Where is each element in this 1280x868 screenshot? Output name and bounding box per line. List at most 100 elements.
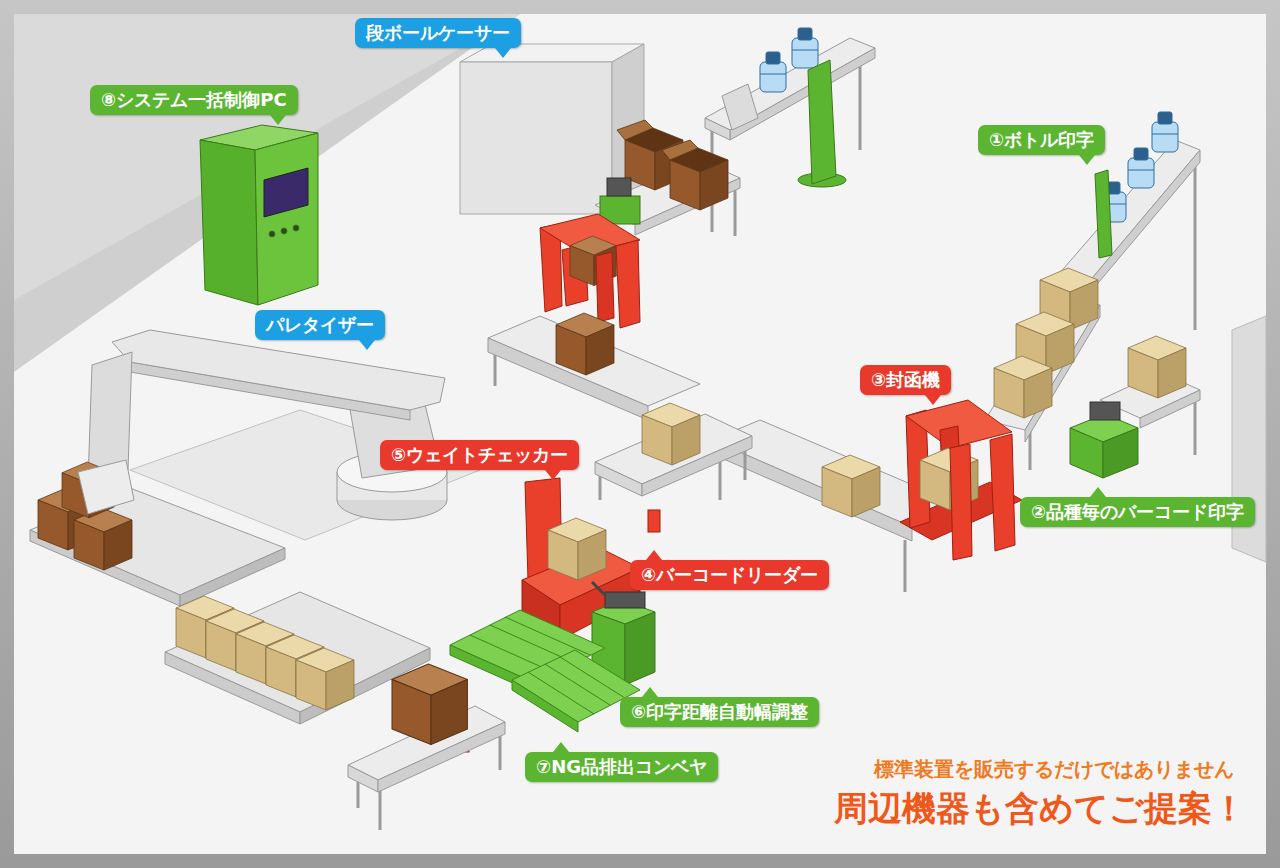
- callout-text: ⑥印字距離自動幅調整: [631, 700, 808, 724]
- callout-pointer: [359, 340, 375, 350]
- print-unit: [592, 582, 606, 596]
- promo-note: 標準装置を販売するだけではありません: [874, 756, 1234, 783]
- callout-box: 段ボールケーサー: [355, 18, 521, 48]
- callout-pointer: [553, 742, 569, 752]
- callout-box: ⑤ウェイトチェッカー: [380, 440, 579, 470]
- callout-text: ⑦NG品排出コンベヤ: [536, 755, 707, 779]
- printer-unit: [600, 178, 640, 224]
- discharge-conveyor: [348, 664, 505, 830]
- control-cabinet: [293, 225, 299, 231]
- barcode-printer-station: [1103, 428, 1138, 478]
- bottle-conveyor-right: [1194, 162, 1197, 330]
- case-packer: [596, 252, 614, 322]
- wall: [14, 14, 520, 372]
- bottle-conveyor-top: [760, 52, 786, 92]
- printer-unit: [607, 178, 631, 196]
- callout-pointer: [1079, 155, 1095, 165]
- reject-conveyor: [505, 617, 590, 655]
- erector-output-table: [595, 120, 740, 240]
- barcode-printer-station: [1070, 428, 1103, 478]
- junction-conveyor: [595, 462, 642, 496]
- bottle-conveyor-right: [1152, 112, 1178, 152]
- control-cabinet: [269, 231, 275, 237]
- callout-box: ③封函機: [860, 365, 951, 395]
- control-cabinet: [200, 125, 318, 305]
- callout-pointer: [925, 395, 941, 405]
- palletizer: [337, 472, 338, 500]
- wall: [14, 14, 1266, 562]
- callout-box: ⑧システム一括制御PC: [90, 85, 298, 115]
- bottle-conveyor-top: [859, 55, 862, 150]
- bottle-conveyor-top: [705, 28, 875, 232]
- palletizer: [112, 330, 445, 410]
- palletizer: [447, 472, 448, 500]
- callout-box: ①ボトル印字: [978, 125, 1105, 155]
- barcode-printer-station: [1140, 390, 1200, 428]
- printer-pole: [1095, 170, 1112, 258]
- outfeed-conveyor: [822, 455, 880, 517]
- box-conveyor-incline: [994, 356, 1052, 418]
- pallet: [165, 592, 430, 712]
- barcode-printer-station: [1128, 336, 1186, 398]
- promo-note: 周辺機器も含めてご提案！: [834, 786, 1246, 832]
- callout-text: ①ボトル印字: [989, 128, 1094, 152]
- erector-output-table: [734, 185, 737, 236]
- callout-text: ④バーコードリーダー: [641, 563, 818, 587]
- callout-text: ⑤ウェイトチェッカー: [391, 443, 568, 467]
- callout-pointer: [1090, 487, 1106, 497]
- control-cabinet: [264, 168, 308, 217]
- callout-pointer: [270, 115, 286, 125]
- pallet: [296, 648, 354, 710]
- junction-conveyor: [744, 448, 747, 480]
- callout-box: ④バーコードリーダー: [630, 560, 829, 590]
- erector-output-table: [662, 140, 728, 210]
- callout-box: パレタイザー: [255, 310, 385, 340]
- callout-pointer: [925, 395, 941, 405]
- callout-pointer: [270, 115, 286, 125]
- reject-conveyor: [512, 680, 578, 732]
- barcode-printer-station: [1090, 402, 1120, 420]
- barcode-printer-station: [1194, 395, 1197, 455]
- callout-pointer: [642, 687, 658, 697]
- outfeed-conveyor: [712, 440, 912, 541]
- callout-pointer: [359, 340, 375, 350]
- case-packer: [556, 313, 614, 375]
- bottle-conveyor-top: [705, 38, 875, 130]
- printer-pole: [798, 60, 846, 187]
- callout-pointer: [545, 470, 561, 480]
- background: [14, 14, 1266, 854]
- callout-text: 段ボールケーサー: [366, 21, 510, 45]
- callout-pointer: [642, 687, 658, 697]
- palletizer: [78, 460, 134, 514]
- reject-conveyor: [560, 657, 625, 698]
- weight-checker: [548, 518, 606, 580]
- reject-conveyor: [528, 672, 594, 714]
- outfeed-conveyor: [904, 540, 907, 592]
- case-erector: [460, 44, 644, 214]
- case-packer: [494, 352, 497, 386]
- control-cabinet: [255, 133, 318, 305]
- callout-pointer: [495, 48, 511, 58]
- discharge-conveyor: [348, 765, 378, 792]
- bottle-conveyor-top: [722, 84, 758, 130]
- callout-box: ⑥印字距離自動幅調整: [620, 697, 819, 727]
- callout-box: ②品種毎のバーコード印字: [1020, 497, 1255, 527]
- control-cabinet: [200, 140, 258, 305]
- discharge-conveyor: [392, 664, 467, 745]
- callout-pointer: [646, 550, 662, 560]
- callout-text: ③封函機: [871, 368, 940, 392]
- callout-pointer: [495, 48, 511, 58]
- printer-pole: [1095, 170, 1112, 258]
- palletizer: [74, 508, 132, 570]
- printer-pole: [808, 60, 836, 184]
- bottle-conveyor-right: [1128, 148, 1154, 188]
- callout-pointer: [545, 470, 561, 480]
- discharge-conveyor: [379, 790, 382, 830]
- callout-pointer: [1079, 155, 1095, 165]
- print-unit: [605, 592, 645, 608]
- case-sealer: [900, 400, 1022, 560]
- palletizer: [180, 548, 285, 606]
- case-packer: [616, 240, 640, 328]
